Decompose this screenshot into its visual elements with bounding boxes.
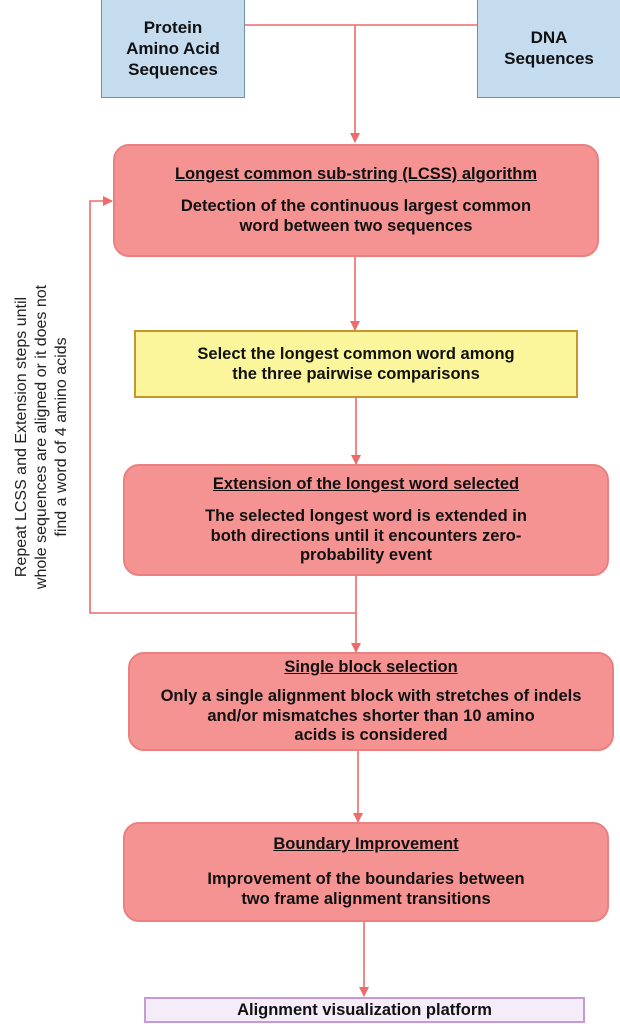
extension-description: The selected longest word is extended in… — [205, 507, 527, 564]
protein-sequences-box: Protein Amino Acid Sequences — [101, 0, 245, 98]
lcss-title: Longest common sub-string (LCSS) algorit… — [174, 164, 538, 183]
extension-title: Extension of the longest word selected — [212, 474, 520, 493]
boundary-title: Boundary Improvement — [273, 834, 459, 853]
protein-sequences-label: Protein Amino Acid Sequences — [126, 17, 220, 79]
loop-condition-label: Repeat LCSS and Extension steps until wh… — [13, 284, 70, 590]
lcss-step: Longest common sub-string (LCSS) algorit… — [113, 144, 599, 257]
single-block-title: Single block selection — [284, 657, 458, 676]
extension-step: Extension of the longest word selected T… — [123, 464, 609, 576]
alignment-platform-label: Alignment visualization platform — [237, 1000, 492, 1019]
boundary-description: Improvement of the boundaries between tw… — [207, 870, 525, 908]
lcss-description: Detection of the continuous largest comm… — [180, 197, 532, 235]
select-longest-word-step: Select the longest common word among the… — [134, 330, 578, 398]
select-longest-word-text: Select the longest common word among the… — [197, 345, 515, 383]
dna-sequences-box: DNA Sequences — [477, 0, 620, 98]
single-block-description: Only a single alignment block with stret… — [160, 687, 582, 744]
dna-sequences-label: DNA Sequences — [504, 28, 594, 68]
loop-back-arrow — [89, 196, 356, 614]
alignment-platform-box: Alignment visualization platform — [144, 997, 585, 1023]
single-block-step: Single block selection Only a single ali… — [128, 652, 614, 751]
boundary-step: Boundary Improvement Improvement of the … — [123, 822, 609, 922]
